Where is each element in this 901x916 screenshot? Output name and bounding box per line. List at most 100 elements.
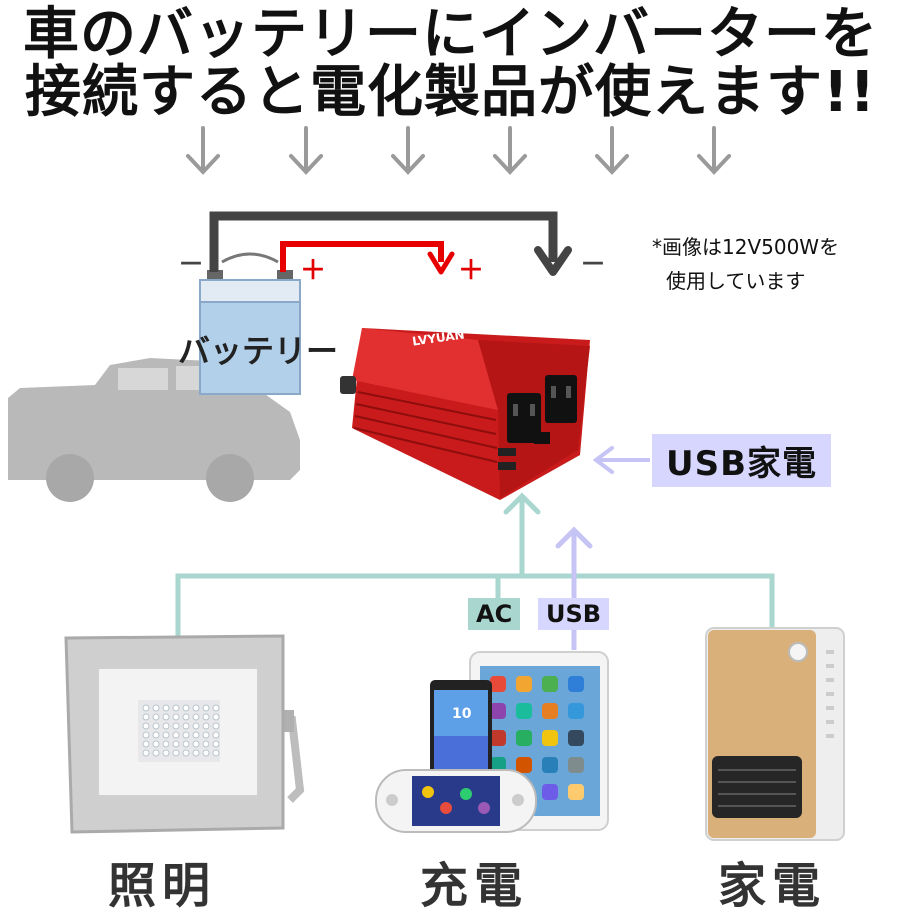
caption-appliance: 家電	[718, 858, 827, 914]
led-dot	[212, 722, 220, 730]
led-dot	[192, 704, 200, 712]
phone-clock: 10	[452, 706, 472, 722]
battery-label: バッテリー	[178, 332, 339, 370]
app-icon	[568, 730, 584, 746]
app-icon	[490, 730, 506, 746]
led-dot	[142, 740, 150, 748]
app-grid	[490, 676, 584, 800]
led-dot	[152, 722, 160, 730]
led-dot	[162, 713, 170, 721]
led-dot	[152, 713, 160, 721]
app-icon	[516, 703, 532, 719]
led-dot	[182, 722, 190, 730]
smartphone-icon	[430, 680, 492, 792]
usb-appliance-arrow-icon	[592, 446, 650, 474]
led-dot	[142, 731, 150, 739]
led-dot	[152, 740, 160, 748]
app-icon	[542, 676, 558, 692]
down-arrow-icon	[391, 126, 425, 175]
negative-wire	[209, 211, 558, 272]
led-dot	[212, 713, 220, 721]
battery-icon	[199, 252, 301, 395]
app-icon	[568, 757, 584, 773]
usb-tag: USB	[538, 598, 610, 630]
app-icon	[542, 730, 558, 746]
headline-line2: 接続すると電化製品が使えます!!	[24, 60, 877, 125]
inverter-plus-sign: ＋	[458, 256, 485, 286]
led-dot	[202, 722, 210, 730]
led-dot	[162, 731, 170, 739]
caption-charge: 充電	[420, 858, 529, 914]
led-dot	[202, 749, 210, 757]
led-dot	[192, 731, 200, 739]
led-dot	[172, 713, 180, 721]
led-dot	[182, 749, 190, 757]
app-icon	[490, 703, 506, 719]
led-dot	[162, 722, 170, 730]
down-arrows	[186, 126, 731, 175]
game-console-icon	[375, 769, 537, 833]
led-dot	[182, 704, 190, 712]
led-dot	[152, 749, 160, 757]
ceramic-heater-icon	[705, 627, 845, 841]
note-line1: *画像は12V500Wを	[652, 235, 840, 259]
led-dot	[152, 704, 160, 712]
usb-wiring	[555, 526, 593, 650]
app-icon	[516, 730, 532, 746]
down-arrow-icon	[697, 126, 731, 175]
led-dot	[152, 731, 160, 739]
led-dot	[192, 722, 200, 730]
down-arrow-icon	[186, 126, 220, 175]
caption-light: 照明	[108, 858, 217, 914]
app-icon	[568, 784, 584, 800]
note-line2: 使用しています	[666, 269, 806, 293]
ac-wiring	[175, 492, 775, 636]
floodlight-icon	[64, 634, 305, 834]
positive-wire	[280, 241, 444, 272]
app-icon	[542, 757, 558, 773]
led-dot	[162, 704, 170, 712]
battery-plus-sign: ＋	[300, 256, 327, 286]
led-dot	[172, 704, 180, 712]
led-dot	[172, 722, 180, 730]
led-dot	[172, 731, 180, 739]
led-dot	[142, 722, 150, 730]
app-icon	[542, 784, 558, 800]
led-dot	[212, 749, 220, 757]
led-dot	[182, 731, 190, 739]
usb-appliance-label: USB家電	[652, 434, 832, 487]
led-dot	[202, 731, 210, 739]
battery-minus-sign: －	[178, 250, 205, 280]
app-icon	[516, 757, 532, 773]
led-dot	[212, 731, 220, 739]
led-dot	[182, 740, 190, 748]
led-dot	[162, 749, 170, 757]
app-icon	[490, 676, 506, 692]
led-dot	[172, 749, 180, 757]
app-icon	[516, 676, 532, 692]
led-dot	[182, 713, 190, 721]
headline-line1: 車のバッテリーにインバーターを	[23, 2, 878, 67]
led-dot	[142, 713, 150, 721]
led-dot	[162, 740, 170, 748]
down-arrow-icon	[289, 126, 323, 175]
inverter-icon	[340, 328, 590, 500]
app-icon	[542, 703, 558, 719]
led-dot	[192, 749, 200, 757]
led-dot	[192, 740, 200, 748]
down-arrow-icon	[493, 126, 527, 175]
app-icon	[568, 703, 584, 719]
led-dot	[202, 740, 210, 748]
negative-arrow-icon	[534, 246, 572, 276]
led-grid	[142, 704, 220, 757]
down-arrow-icon	[595, 126, 629, 175]
led-dot	[212, 740, 220, 748]
led-dot	[212, 704, 220, 712]
led-dot	[142, 749, 150, 757]
led-dot	[142, 704, 150, 712]
ac-tag: AC	[468, 598, 521, 630]
led-dot	[202, 704, 210, 712]
positive-arrow-icon	[427, 251, 455, 275]
